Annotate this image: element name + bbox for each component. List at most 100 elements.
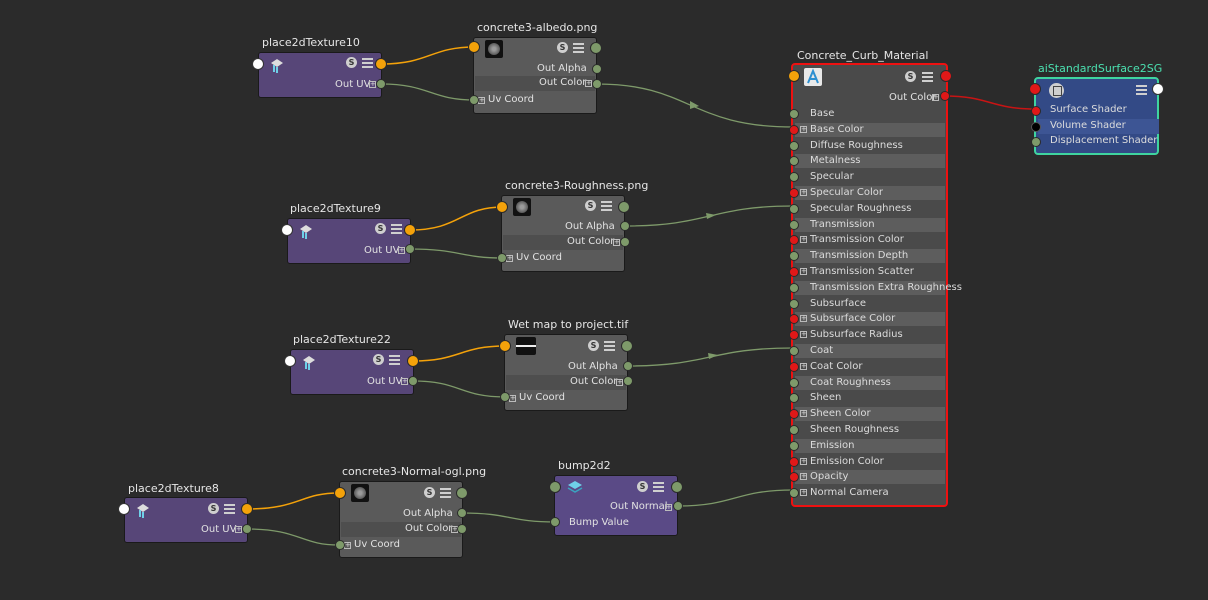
expand-plus-icon[interactable]: + (800, 314, 807, 323)
attr-input-port[interactable] (789, 219, 799, 230)
input-port-orange[interactable] (496, 201, 508, 213)
menu-icon[interactable] (922, 72, 933, 82)
attr-input-port[interactable] (789, 377, 799, 388)
material-attr-row[interactable]: +Subsurface Radius (789, 328, 945, 342)
attr-input-port[interactable] (789, 172, 799, 183)
attr-input-port[interactable] (1031, 106, 1041, 116)
output-port-orange[interactable] (241, 503, 253, 515)
bump2d2-node[interactable]: S Out Normal + Bump Value (554, 475, 678, 536)
menu-icon[interactable] (440, 488, 451, 498)
output-port[interactable] (1152, 83, 1164, 95)
out-alpha-port[interactable] (457, 508, 467, 518)
swatch-button[interactable]: S (588, 340, 599, 351)
out-uv-port[interactable] (376, 79, 386, 89)
uv-coord-port[interactable] (335, 540, 345, 550)
node-title-bump[interactable]: bump2d2 (558, 459, 611, 472)
material-attr-row[interactable]: Sheen Roughness (789, 423, 945, 437)
swatch-button[interactable]: S (557, 42, 568, 53)
place2dtexture9-node[interactable]: S Out UV + (287, 218, 411, 264)
material-attr-row[interactable]: Transmission (789, 217, 945, 232)
node-title-albedo[interactable]: concrete3-albedo.png (477, 21, 598, 34)
menu-icon[interactable] (601, 201, 612, 211)
node-title-wetmap[interactable]: Wet map to project.tif (508, 318, 629, 331)
expand-plus-icon[interactable]: + (478, 96, 485, 104)
expand-plus-icon[interactable]: + (800, 124, 807, 133)
normal-file-node[interactable]: S Out Alpha Out Color + + Uv Coord (339, 481, 463, 558)
expand-plus-icon[interactable]: + (800, 235, 807, 244)
out-color-port[interactable] (940, 91, 950, 101)
menu-icon[interactable] (653, 482, 664, 492)
expand-plus-icon[interactable]: + (369, 80, 376, 88)
attr-input-port[interactable] (789, 188, 799, 198)
material-attr-row[interactable]: Emission (789, 438, 945, 453)
roughness-file-node[interactable]: S Out Alpha Out Color + + Uv Coord (501, 195, 625, 272)
menu-icon[interactable] (224, 504, 235, 514)
material-attr-row[interactable]: Metalness (789, 154, 945, 169)
attr-input-port[interactable] (789, 251, 799, 262)
swatch-button[interactable]: S (373, 354, 384, 365)
material-attr-row[interactable]: Diffuse Roughness (789, 139, 945, 153)
out-color-port[interactable] (623, 376, 633, 386)
attr-input-port[interactable] (789, 140, 799, 151)
sg-attr-row[interactable]: Volume Shader (1031, 118, 1159, 134)
place2dtexture10-node[interactable]: S Out UV + (258, 52, 382, 98)
input-port-red[interactable] (1029, 83, 1041, 95)
bump-value-port[interactable] (550, 517, 560, 527)
input-port[interactable] (549, 481, 561, 493)
swatch-button[interactable]: S (375, 223, 386, 234)
material-attr-row[interactable]: +Emission Color (789, 455, 945, 469)
out-uv-port[interactable] (242, 524, 252, 534)
expand-plus-icon[interactable]: + (613, 238, 620, 246)
input-port[interactable] (118, 503, 130, 515)
swatch-button[interactable]: S (208, 503, 219, 514)
swatch-button[interactable]: S (637, 481, 648, 492)
attr-input-port[interactable] (789, 109, 799, 119)
attr-input-port[interactable] (789, 488, 799, 499)
expand-plus-icon[interactable]: + (800, 488, 807, 497)
place2dtexture22-node[interactable]: S Out UV + (290, 349, 414, 395)
output-port[interactable] (590, 42, 602, 54)
menu-icon[interactable] (604, 341, 615, 351)
material-attr-row[interactable]: Sheen (789, 391, 945, 405)
attr-input-port[interactable] (789, 472, 799, 483)
expand-plus-icon[interactable]: + (401, 377, 408, 385)
output-port[interactable] (621, 340, 633, 352)
expand-plus-icon[interactable]: + (800, 456, 807, 465)
swatch-button[interactable]: S (905, 71, 916, 82)
material-attr-row[interactable]: +Opacity (789, 470, 945, 485)
expand-plus-icon[interactable]: + (800, 472, 807, 481)
albedo-file-node[interactable]: S Out Alpha Out Color + + Uv Coord (473, 37, 597, 114)
expand-plus-icon[interactable]: + (800, 330, 807, 339)
node-title-roughness[interactable]: concrete3-Roughness.png (505, 179, 649, 192)
input-port[interactable] (252, 58, 264, 70)
out-color-port[interactable] (620, 237, 630, 247)
menu-icon[interactable] (389, 355, 400, 365)
material-attr-row[interactable]: +Sheen Color (789, 407, 945, 422)
node-title-place2dtexture8[interactable]: place2dTexture8 (128, 482, 219, 495)
expand-plus-icon[interactable]: + (398, 246, 405, 254)
material-attr-row[interactable]: +Specular Color (789, 186, 945, 200)
input-port[interactable] (284, 355, 296, 367)
attr-input-port[interactable] (789, 330, 799, 341)
sg-attr-row[interactable]: Displacement Shader (1031, 134, 1159, 149)
sg-attr-row[interactable]: Surface Shader (1031, 103, 1159, 118)
output-port-orange[interactable] (404, 224, 416, 236)
node-title-place2dtexture10[interactable]: place2dTexture10 (262, 36, 360, 49)
input-port-orange[interactable] (788, 70, 800, 82)
swatch-button[interactable]: S (424, 487, 435, 498)
expand-plus-icon[interactable]: + (932, 93, 939, 101)
expand-plus-icon[interactable]: + (665, 503, 672, 511)
material-attr-row[interactable]: Transmission Depth (789, 249, 945, 264)
attr-input-port[interactable] (789, 314, 799, 325)
node-title-normal[interactable]: concrete3-Normal-ogl.png (342, 465, 487, 478)
material-attr-row[interactable]: Subsurface (789, 297, 945, 311)
attr-input-port[interactable] (789, 425, 799, 435)
expand-plus-icon[interactable]: + (344, 541, 351, 549)
input-port-orange[interactable] (334, 487, 346, 499)
out-uv-port[interactable] (405, 244, 415, 254)
uv-coord-port[interactable] (500, 392, 510, 402)
swatch-button[interactable]: S (585, 200, 596, 211)
attr-input-port[interactable] (789, 156, 799, 167)
attr-input-port[interactable] (789, 456, 799, 467)
expand-plus-icon[interactable]: + (506, 254, 513, 262)
